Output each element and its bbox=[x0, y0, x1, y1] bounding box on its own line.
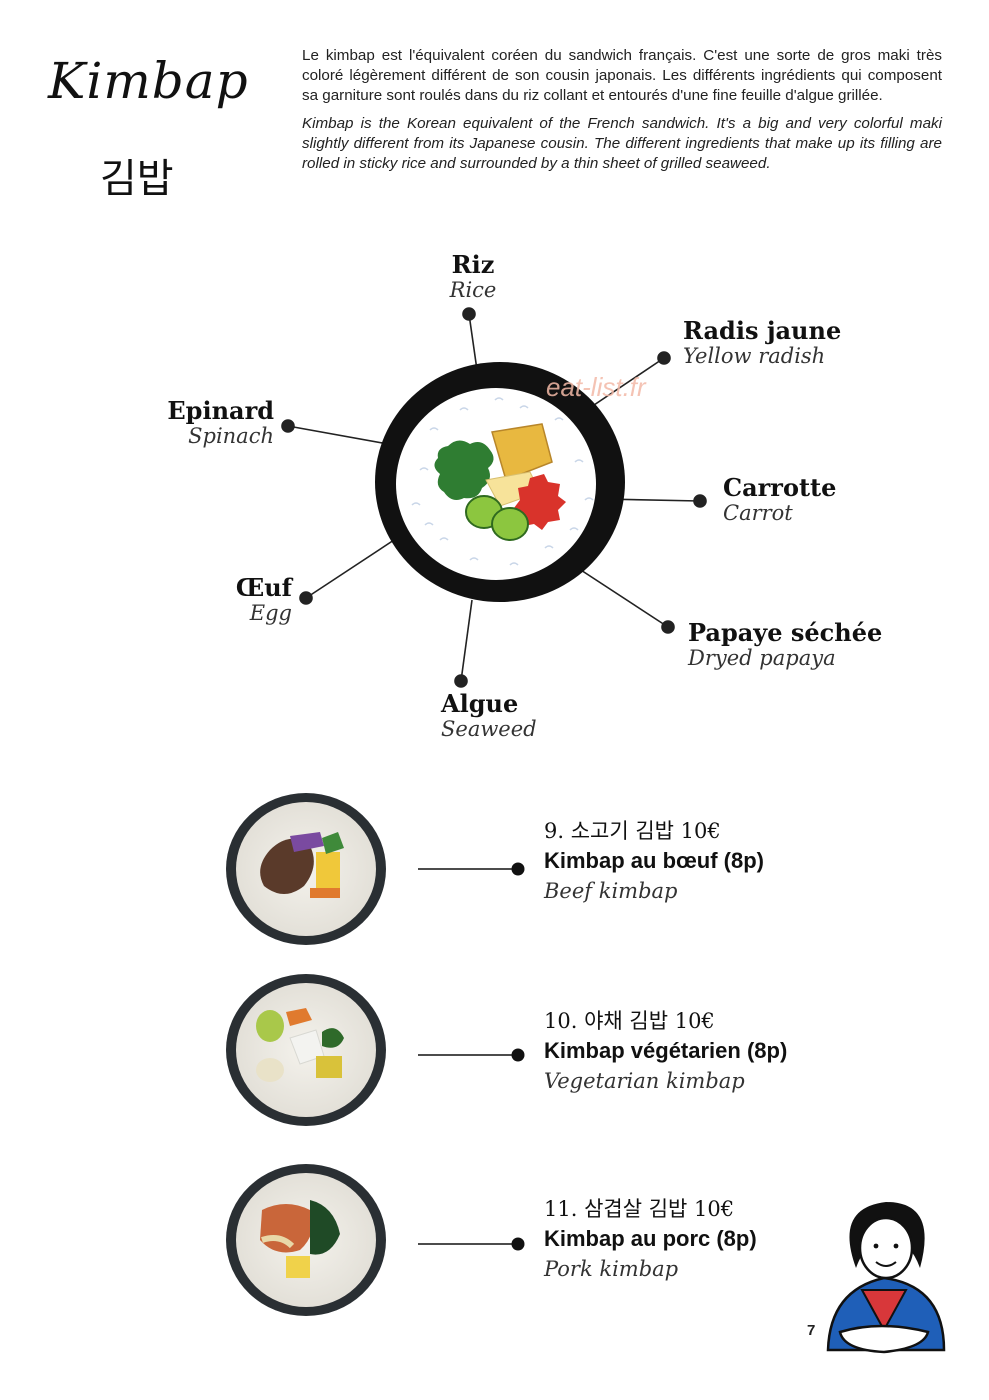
page-title: Kimbap bbox=[48, 52, 249, 110]
leader-dot-spinach bbox=[281, 419, 295, 433]
watermark: eat-list.fr bbox=[546, 372, 646, 402]
kimbap-roll-illustration bbox=[375, 362, 625, 602]
label-spinach-en: Spinach bbox=[188, 424, 274, 448]
label-seaweed-fr: Algue bbox=[441, 689, 519, 718]
leader-dot-carrot bbox=[693, 494, 707, 508]
menu-item-french: Kimbap au bœuf (8p) bbox=[544, 848, 764, 873]
pork-kimbap-photo bbox=[226, 1164, 386, 1316]
connector-dot-3 bbox=[511, 1237, 525, 1251]
menu-item-english: Vegetarian kimbap bbox=[544, 1069, 745, 1093]
cucumber-piece-2 bbox=[491, 507, 529, 541]
carrot-piece bbox=[514, 474, 566, 530]
label-carrot: Carrotte Carrot bbox=[723, 473, 837, 526]
menu-item-french: Kimbap végétarien (8p) bbox=[544, 1038, 788, 1063]
label-spinach-fr: Epinard bbox=[167, 396, 274, 425]
label-seaweed-en: Seaweed bbox=[441, 717, 537, 741]
label-egg-fr: Œuf bbox=[235, 573, 292, 602]
menu-graphics bbox=[226, 793, 946, 1354]
label-papaya: Papaye séchée Dryed papaya bbox=[688, 618, 883, 671]
connector-dot-2 bbox=[511, 1048, 525, 1062]
label-rice-en: Rice bbox=[449, 278, 497, 302]
label-egg-en: Egg bbox=[249, 601, 292, 625]
radish-piece bbox=[491, 423, 553, 481]
menu-item: 9. 소고기 김밥 10€ Kimbap au bœuf (8p) Beef k… bbox=[544, 816, 764, 906]
leader-dot-egg bbox=[299, 591, 313, 605]
label-radish-en: Yellow radish bbox=[683, 344, 826, 368]
page-title-korean: 김밥 bbox=[100, 156, 174, 202]
menu-item-korean-price: 10. 야채 김밥 10€ bbox=[544, 1009, 715, 1033]
label-papaya-en: Dryed papaya bbox=[688, 646, 836, 670]
label-seaweed: Algue Seaweed bbox=[441, 689, 537, 742]
label-carrot-en: Carrot bbox=[723, 501, 793, 525]
kimbap-diagram bbox=[281, 307, 707, 688]
intro-english: Kimbap is the Korean equivalent of the F… bbox=[302, 115, 942, 172]
mascot-woman-illustration bbox=[826, 1202, 946, 1354]
intro-text: Le kimbap est l'équivalent coréen du san… bbox=[302, 46, 942, 182]
label-papaya-fr: Papaye séchée bbox=[688, 618, 883, 647]
label-rice: Riz Rice bbox=[430, 250, 516, 303]
leader-dot-rice bbox=[462, 307, 476, 321]
menu-item-korean-price: 11. 삼겹살 김밥 10€ bbox=[544, 1197, 735, 1221]
label-carrot-fr: Carrotte bbox=[723, 473, 837, 502]
menu-item-english: Pork kimbap bbox=[544, 1257, 679, 1281]
rice-grains bbox=[411, 397, 594, 566]
connector-dot-1 bbox=[511, 862, 525, 876]
leader-dot-seaweed bbox=[454, 674, 468, 688]
vegetarian-kimbap-photo bbox=[226, 974, 386, 1126]
label-yellow-radish: Radis jaune Yellow radish bbox=[683, 316, 842, 369]
leader-line-seaweed bbox=[460, 599, 473, 682]
label-rice-fr: Riz bbox=[451, 250, 495, 279]
menu-item-english: Beef kimbap bbox=[544, 879, 678, 903]
label-egg: Œuf Egg bbox=[200, 573, 292, 626]
spinach-piece bbox=[434, 440, 494, 500]
leader-dot-papaya bbox=[661, 620, 675, 634]
leader-dot-radish bbox=[657, 351, 671, 365]
label-radish-fr: Radis jaune bbox=[683, 316, 842, 345]
menu-item: 10. 야채 김밥 10€ Kimbap végétarien (8p) Veg… bbox=[544, 1006, 787, 1096]
label-spinach: Epinard Spinach bbox=[130, 396, 274, 449]
page-number: 7 bbox=[807, 1322, 816, 1339]
menu-item-korean-price: 9. 소고기 김밥 10€ bbox=[544, 819, 721, 843]
intro-french: Le kimbap est l'équivalent coréen du san… bbox=[302, 47, 942, 104]
menu-item: 11. 삼겹살 김밥 10€ Kimbap au porc (8p) Pork … bbox=[544, 1194, 757, 1284]
menu-item-french: Kimbap au porc (8p) bbox=[544, 1226, 757, 1251]
beef-kimbap-photo bbox=[226, 793, 386, 945]
